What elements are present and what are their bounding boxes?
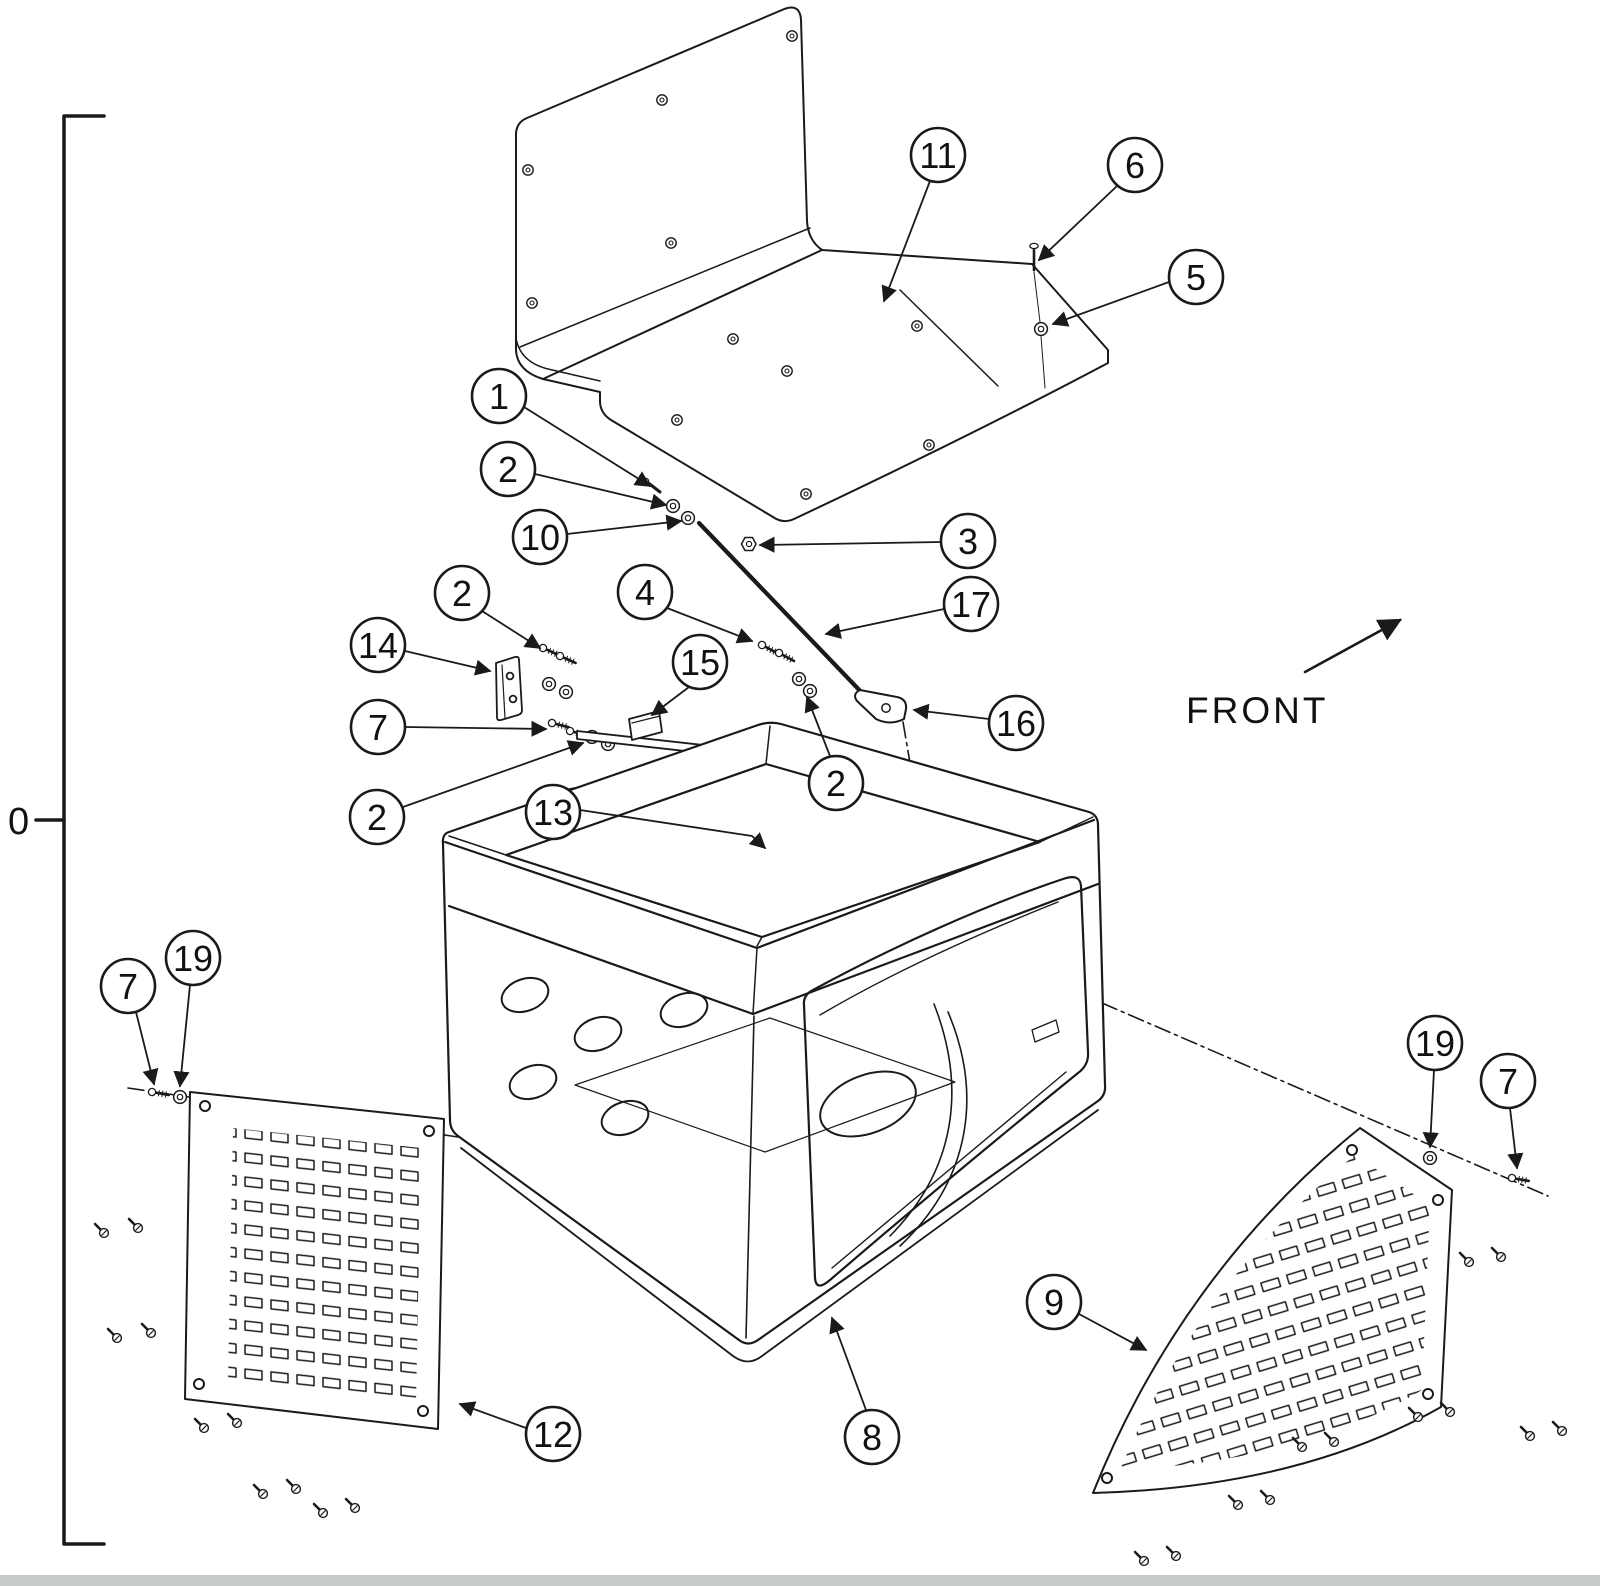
front-label: FRONT (1186, 690, 1328, 731)
svg-text:13: 13 (533, 792, 573, 833)
callout-19b: 19 (1406, 1014, 1464, 1149)
right-grille-washer-part19 (1422, 1150, 1438, 1166)
callout-16: 16 (912, 694, 1045, 752)
front-direction: FRONT (1186, 618, 1403, 731)
bracket-part14-group (495, 641, 579, 722)
svg-text:9: 9 (1044, 1282, 1064, 1323)
svg-text:3: 3 (958, 521, 978, 562)
scale-bracket (34, 114, 106, 1546)
left-face-holes (500, 976, 709, 1137)
right-grille-part9 (1092, 1127, 1453, 1494)
callout-3: 3 (758, 512, 997, 570)
callout-6: 6 (1037, 136, 1164, 262)
svg-text:7: 7 (368, 707, 388, 748)
svg-text:2: 2 (367, 797, 387, 838)
callout-10: 10 (511, 508, 683, 566)
screws-part4 (755, 638, 818, 699)
svg-text:14: 14 (358, 625, 398, 666)
scale-zero-label: 0 (8, 801, 29, 843)
washer-part10 (680, 510, 696, 526)
svg-text:4: 4 (635, 572, 655, 613)
svg-text:10: 10 (520, 517, 560, 558)
svg-text:5: 5 (1186, 257, 1206, 298)
left-grille-screw-part7 (146, 1086, 171, 1100)
latch-rod-assembly (642, 477, 908, 724)
callout-15: 15 (650, 633, 729, 716)
callout-2d: 2 (348, 740, 585, 846)
callout-12: 12 (458, 1401, 582, 1463)
pin-part1 (642, 477, 662, 494)
left-grille-washer-part19 (172, 1089, 188, 1105)
callout-19a: 19 (164, 929, 222, 1088)
callout-4: 4 (616, 563, 754, 644)
interior-oval-hole (819, 1070, 917, 1138)
svg-text:19: 19 (1415, 1023, 1455, 1064)
svg-text:8: 8 (862, 1417, 882, 1458)
callout-9: 9 (1025, 1273, 1148, 1351)
svg-text:19: 19 (173, 938, 213, 979)
svg-text:12: 12 (533, 1414, 573, 1455)
svg-text:15: 15 (680, 642, 720, 683)
callouts: 11 6 5 1 2 10 3 (99, 126, 1537, 1466)
svg-text:2: 2 (452, 573, 472, 614)
callout-8: 8 (829, 1316, 901, 1466)
right-face-opening (802, 876, 1090, 1287)
svg-text:16: 16 (996, 703, 1036, 744)
left-grille-part12 (184, 1091, 445, 1430)
svg-text:2: 2 (498, 449, 518, 490)
callout-7b: 7 (99, 957, 159, 1086)
callout-5: 5 (1051, 248, 1225, 327)
callout-7a: 7 (349, 698, 548, 756)
callout-2b: 2 (433, 564, 542, 649)
callout-13: 13 (524, 783, 767, 850)
washer-part2-rod (665, 498, 681, 514)
callout-11: 11 (881, 126, 967, 303)
svg-text:17: 17 (951, 584, 991, 625)
screw-part6 (1029, 242, 1046, 389)
bracket-part15 (628, 710, 663, 741)
svg-text:11: 11 (919, 135, 956, 176)
top-panel-part11 (515, 6, 1109, 523)
bracket-part14 (495, 655, 523, 722)
svg-text:2: 2 (826, 763, 846, 804)
front-arrow (1303, 618, 1403, 674)
callout-1: 1 (470, 367, 652, 487)
callout-14: 14 (349, 616, 492, 676)
bottom-strip (0, 1575, 1600, 1586)
callout-17: 17 (824, 575, 1000, 639)
rod-part17 (696, 520, 869, 700)
callout-2a: 2 (479, 440, 668, 510)
callout-7c: 7 (1479, 1052, 1537, 1170)
nut-part3 (740, 536, 757, 552)
clevis-part16 (854, 689, 908, 724)
svg-text:1: 1 (489, 376, 509, 417)
washer-part5 (1033, 321, 1049, 337)
right-grille-screw-part7 (1506, 1172, 1531, 1186)
svg-text:7: 7 (118, 966, 138, 1007)
svg-text:6: 6 (1125, 145, 1145, 186)
callout-2c: 2 (804, 695, 865, 812)
svg-text:7: 7 (1498, 1061, 1518, 1102)
main-enclosure-part8 (441, 721, 1107, 1363)
